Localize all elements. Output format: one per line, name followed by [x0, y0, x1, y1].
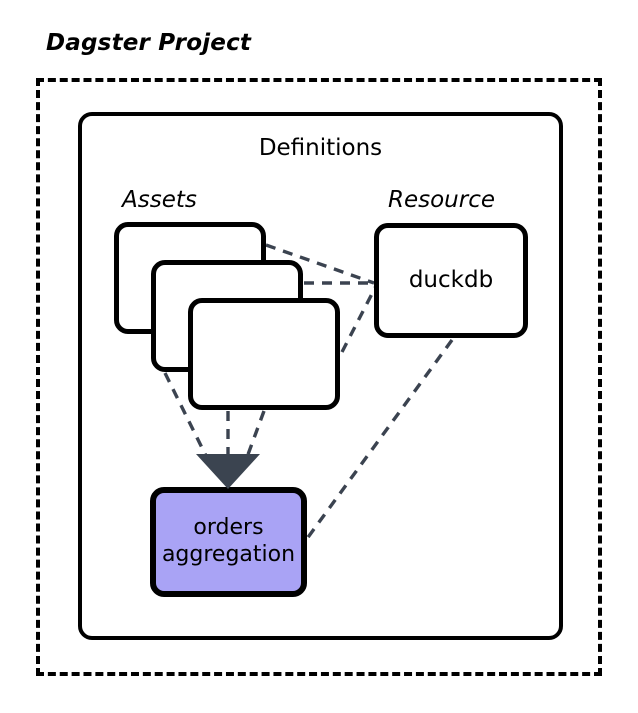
aggregation-label-line-2: aggregation — [161, 542, 296, 567]
resource-node-label: duckdb — [408, 267, 494, 294]
aggregation-label-line-1: orders — [193, 515, 264, 541]
definitions-container — [78, 112, 563, 640]
project-title: Dagster Project — [46, 30, 252, 56]
group-label-resource: Resource — [388, 187, 496, 213]
resource-node-duckdb[interactable]: duckdb — [374, 223, 528, 338]
definitions-title: Definitions — [258, 135, 383, 161]
project-boundary — [36, 78, 602, 676]
asset-card[interactable] — [188, 298, 340, 410]
group-label-assets: Assets — [122, 187, 197, 213]
aggregation-node-label: orders aggregation — [162, 515, 295, 569]
asset-node-orders-aggregation[interactable]: orders aggregation — [150, 487, 307, 597]
